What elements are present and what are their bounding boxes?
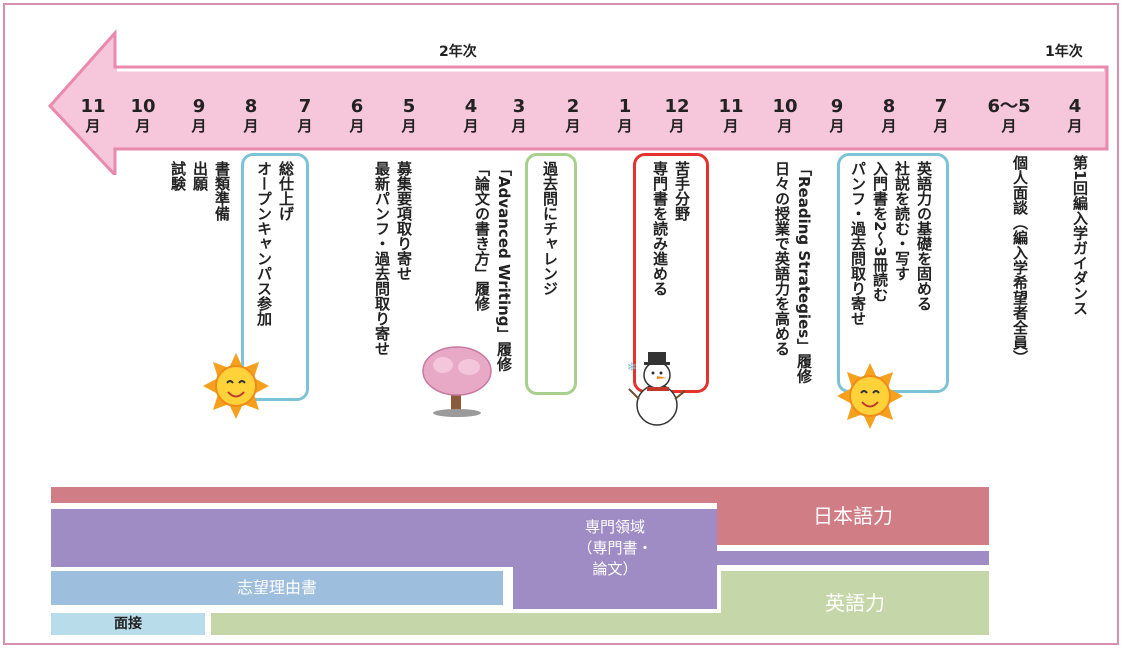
specialty-label-2: （専門書・ — [577, 539, 653, 557]
year-2-label: 2年次 — [439, 44, 477, 60]
past-exam-box — [525, 153, 577, 395]
task-recruit: 募集要項取り寄せ最新パンフ・過去問取り寄せ — [373, 161, 413, 356]
year-1-label: 1年次 — [1045, 44, 1083, 60]
cherry-tree-icon — [422, 346, 492, 417]
specialty-label-1: 専門領域 — [584, 518, 645, 536]
task-guidance: 第1回編入学ガイダンス — [1071, 155, 1089, 316]
interview-block: 面接 — [51, 613, 205, 635]
task-exam: 書類準備出願試験 — [169, 161, 231, 221]
japanese-block: 日本語力 — [717, 487, 989, 545]
specialty-block: 専門領域 （専門書・ 論文） — [513, 509, 717, 609]
motivation-label: 志望理由書 — [236, 578, 317, 597]
english-label: 英語力 — [825, 591, 885, 615]
interview-label: 面接 — [114, 616, 142, 632]
task-past-exam: 過去問にチャレンジ — [541, 161, 559, 296]
task-reading: 「Reading Strategies」履修日々の授業で英語力を高める — [773, 161, 813, 384]
timeline-arrow — [47, 29, 1109, 175]
task-english-basics: 英語力の基礎を固める社説を読む・写す入門書を2〜3冊読むパンフ・過去問取り寄せ — [849, 161, 933, 326]
task-finish: 総仕上げオープンキャンパス参加 — [255, 161, 295, 326]
svg-text:❄: ❄ — [627, 360, 637, 374]
purple-band-right — [717, 551, 989, 565]
sun-icon — [203, 353, 269, 419]
japanese-label: 日本語力 — [813, 504, 893, 528]
task-interview: 個人面談（編入学希望者全員） — [1011, 155, 1029, 365]
special-box — [633, 153, 709, 393]
specialty-label-3: 論文） — [592, 560, 638, 578]
task-writing: 「Advanced Writing」履修「論文の書き方」履修 — [473, 161, 513, 372]
sun-icon — [837, 363, 903, 429]
task-special: 苦手分野専門書を読み進める — [651, 161, 691, 296]
green-band-bottom — [211, 613, 721, 635]
finish-box — [241, 153, 309, 401]
motivation-block: 志望理由書 — [51, 571, 503, 605]
english-basics-box — [837, 153, 949, 393]
snowman-icon: ❄ — [627, 352, 686, 426]
english-block: 英語力 — [721, 571, 989, 635]
